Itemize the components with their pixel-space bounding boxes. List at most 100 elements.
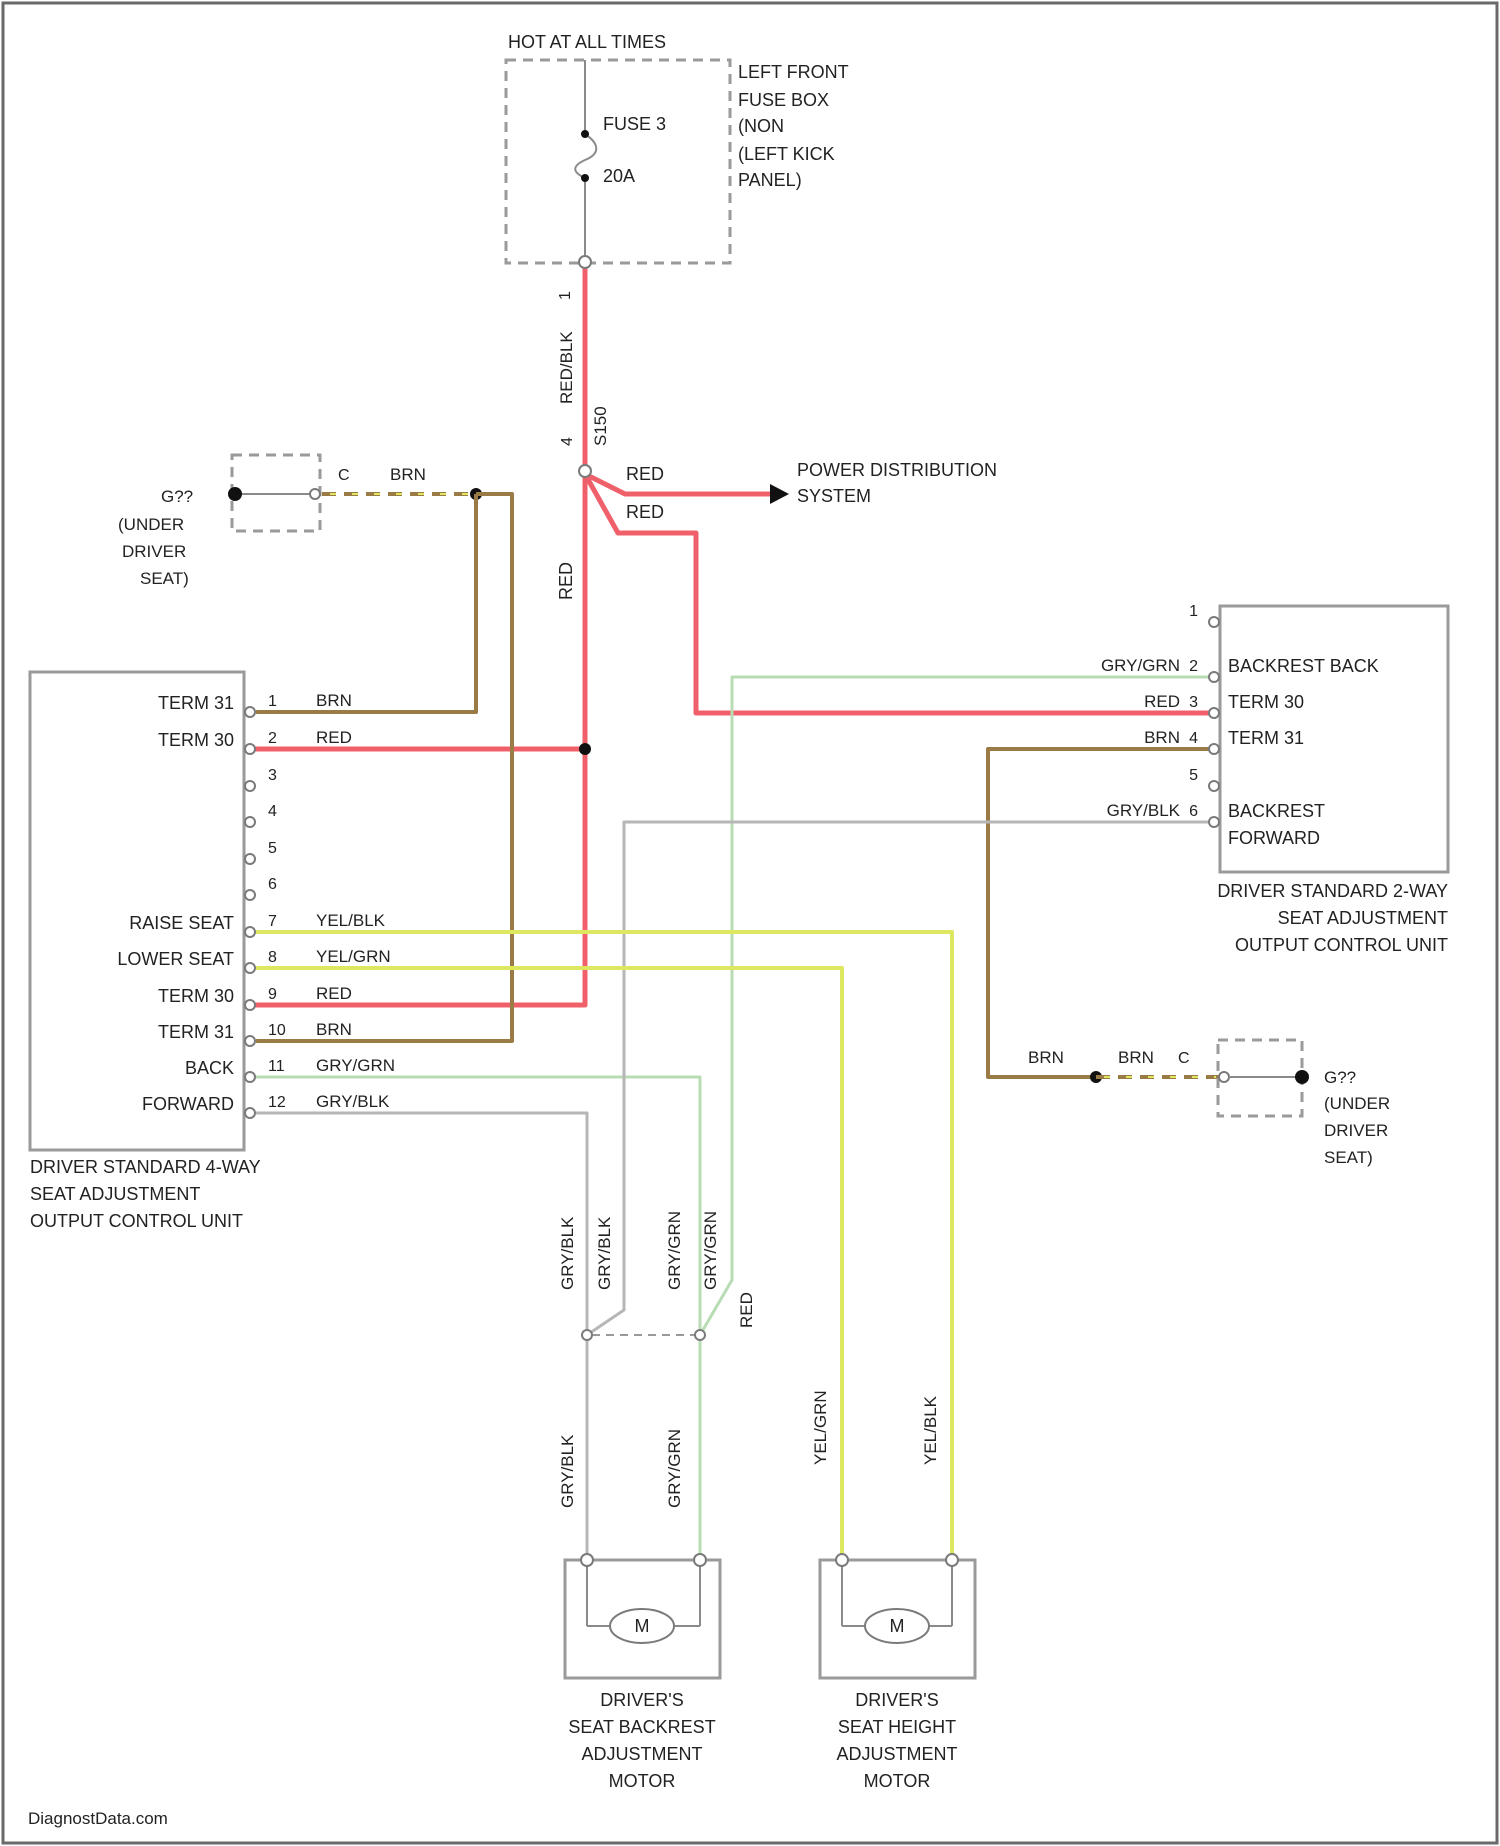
- motor-height-caption-line-3: ADJUSTMENT: [837, 1744, 958, 1764]
- fuse-terminal-top: [581, 130, 589, 138]
- unit-4way-pin-2-name: TERM 30: [158, 730, 234, 750]
- unit-2way-caption-line-3: OUTPUT CONTROL UNIT: [1235, 935, 1448, 955]
- fuse-box-location-line-3: (NON: [738, 116, 784, 136]
- unit-2way-pin-3-terminal: [1209, 708, 1219, 718]
- ground-right-wire-label-1: BRN: [1028, 1048, 1064, 1067]
- unit-4way-pin-1-name: TERM 31: [158, 693, 234, 713]
- unit-4way-caption-line-1: DRIVER STANDARD 4-WAY: [30, 1157, 261, 1177]
- unit-2way-caption-line-2: SEAT ADJUSTMENT: [1278, 908, 1448, 928]
- motor-height-caption-line-1: DRIVER'S: [855, 1690, 938, 1710]
- unit-4way-pin-8-number: 8: [268, 949, 277, 966]
- motor-connector-pin-right: [695, 1330, 705, 1340]
- unit-4way-pin-9-terminal: [245, 1000, 255, 1010]
- label-gry-blk-upper-left: GRY/BLK: [558, 1216, 577, 1290]
- ground-right-pin: [1219, 1072, 1229, 1082]
- fuse-box-outline: [506, 60, 730, 263]
- unit-2way-pin-6-number: 6: [1189, 803, 1198, 820]
- unit-4way-pin-11-name: BACK: [185, 1058, 234, 1078]
- motor-backrest-pin-right: [694, 1554, 706, 1566]
- unit-2way-caption-line-1: DRIVER STANDARD 2-WAY: [1217, 881, 1448, 901]
- unit-4way-pin-5-number: 5: [268, 840, 277, 857]
- unit-2way: DRIVER STANDARD 2-WAY SEAT ADJUSTMENT OU…: [1101, 603, 1448, 955]
- ground-left-line-1: G??: [161, 487, 193, 506]
- power-distribution-wire-label-2: RED: [626, 502, 664, 522]
- unit-4way-pin-10-terminal: [245, 1036, 255, 1046]
- unit-2way-pin-2-name: BACKREST BACK: [1228, 656, 1379, 676]
- unit-2way-pin-6-name-2: FORWARD: [1228, 828, 1320, 848]
- unit-2way-pin-1-terminal: [1209, 617, 1219, 627]
- unit-2way-pin-2-wire: GRY/GRN: [1101, 656, 1180, 675]
- label-gry-grn-lower: GRY/GRN: [665, 1429, 684, 1508]
- unit-2way-pin-4-wire: BRN: [1144, 728, 1180, 747]
- fuse-rating: 20A: [603, 166, 635, 186]
- unit-4way-pin-11-terminal: [245, 1072, 255, 1082]
- ground-right-wire-label-2: BRN: [1118, 1048, 1154, 1067]
- unit-4way-pin-4-terminal: [245, 817, 255, 827]
- ground-left-line-4: SEAT): [140, 569, 189, 588]
- label-gry-blk-upper-right: GRY/BLK: [595, 1216, 614, 1290]
- motor-height: M DRIVER'S SEAT HEIGHT ADJUSTMENT MOTOR: [820, 1554, 975, 1791]
- unit-4way-pin-1-number: 1: [268, 693, 277, 710]
- splice-pin-bottom: [579, 465, 591, 477]
- green-wires: [256, 677, 1210, 1560]
- unit-4way-pin-2-wire: RED: [316, 728, 352, 747]
- unit-4way-caption-line-2: SEAT ADJUSTMENT: [30, 1184, 200, 1204]
- unit-2way-pin-3-wire: RED: [1144, 692, 1180, 711]
- unit-4way-pin-11-wire: GRY/GRN: [316, 1056, 395, 1075]
- unit-4way-pin-8-wire: YEL/GRN: [316, 947, 391, 966]
- fuse-element: [575, 134, 596, 178]
- power-distribution-arrow: [770, 484, 789, 504]
- unit-4way-pin-10-name: TERM 31: [158, 1022, 234, 1042]
- unit-2way-pin-6-name: BACKREST: [1228, 801, 1325, 821]
- motor-height-caption-line-2: SEAT HEIGHT: [838, 1717, 956, 1737]
- wire-gry-blk-4way-pin12: [256, 1113, 587, 1335]
- ground-right-pin-label: C: [1178, 1050, 1190, 1067]
- splice-wire-label: RED/BLK: [557, 331, 576, 404]
- unit-4way-pin-9-name: TERM 30: [158, 986, 234, 1006]
- unit-2way-pin-4-number: 4: [1189, 730, 1198, 747]
- unit-2way-pin-5-terminal: [1209, 781, 1219, 791]
- fuse-box-location-line-4: (LEFT KICK: [738, 144, 835, 164]
- ground-right-point: [1295, 1070, 1309, 1084]
- unit-4way-pin-10-number: 10: [268, 1022, 286, 1039]
- label-yel-grn-lower: YEL/GRN: [811, 1390, 830, 1465]
- fuse-box-location-line-5: PANEL): [738, 170, 802, 190]
- fuse-name: FUSE 3: [603, 114, 666, 134]
- unit-4way-pin-12-wire: GRY/BLK: [316, 1092, 390, 1111]
- fuse-box: HOT AT ALL TIMES FUSE 3 20A LEFT FRONT F…: [506, 32, 849, 263]
- unit-4way-pin-7-name: RAISE SEAT: [129, 913, 234, 933]
- splice-id: S150: [591, 406, 610, 446]
- ground-left-wire-label: BRN: [390, 465, 426, 484]
- unit-2way-pin-4-name: TERM 31: [1228, 728, 1304, 748]
- ground-left-pin: [310, 489, 320, 499]
- unit-4way-pin-12-name: FORWARD: [142, 1094, 234, 1114]
- fuse-box-location-line-2: FUSE BOX: [738, 90, 829, 110]
- wire-red-to-power-distribution: [585, 474, 770, 494]
- splice-pin-top: [579, 256, 591, 268]
- unit-4way-pin-6-number: 6: [268, 876, 277, 893]
- ground-right-line-4: SEAT): [1324, 1148, 1373, 1167]
- unit-4way-pin-1-terminal: [245, 707, 255, 717]
- unit-4way-pin-12-terminal: [245, 1108, 255, 1118]
- unit-4way-pin-11-number: 11: [268, 1058, 285, 1075]
- unit-2way-pin-5-number: 5: [1189, 767, 1198, 784]
- unit-4way-pin-2-terminal: [245, 744, 255, 754]
- motor-height-pin-right: [946, 1554, 958, 1566]
- ground-right-line-3: DRIVER: [1324, 1121, 1388, 1140]
- ground-right-line-1: G??: [1324, 1068, 1356, 1087]
- unit-4way-caption-line-3: OUTPUT CONTROL UNIT: [30, 1211, 243, 1231]
- wire-brn-2way-pin4: [988, 749, 1210, 1077]
- unit-2way-pin-6-terminal: [1209, 817, 1219, 827]
- trunk-red-label: RED: [556, 562, 576, 600]
- trunk-junction: [579, 743, 591, 755]
- unit-4way-pin-7-terminal: [245, 927, 255, 937]
- fuse-box-location-line-1: LEFT FRONT: [738, 62, 849, 82]
- splice-pin-top-label: 1: [557, 291, 574, 300]
- unit-4way-pin-3-terminal: [245, 781, 255, 791]
- unit-4way-pin-9-wire: RED: [316, 984, 352, 1003]
- unit-4way-pin-2-number: 2: [268, 730, 277, 747]
- ground-left-pin-label: C: [338, 467, 350, 484]
